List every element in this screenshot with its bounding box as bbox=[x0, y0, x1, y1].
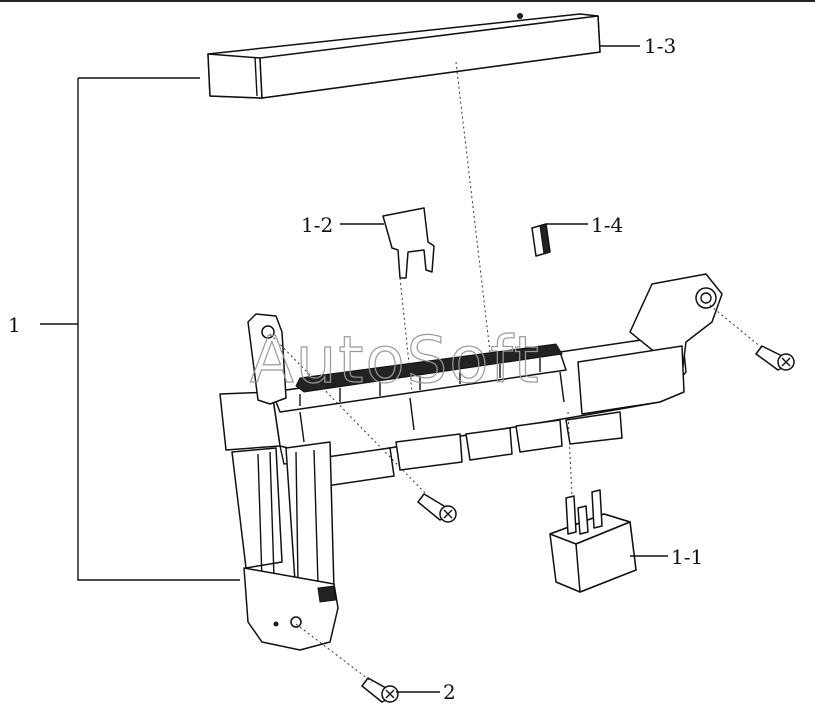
callout-1-2: 1-2 bbox=[301, 213, 333, 237]
callout-1-3: 1-3 bbox=[644, 34, 676, 58]
callout-2: 2 bbox=[443, 680, 456, 704]
mini-fuse bbox=[382, 207, 435, 279]
relay bbox=[549, 489, 637, 593]
assembly-lines bbox=[269, 61, 763, 683]
callout-1-1: 1-1 bbox=[671, 545, 703, 569]
small-fuse bbox=[531, 223, 551, 257]
callout-1: 1 bbox=[8, 313, 21, 337]
fuse-box-cover bbox=[207, 13, 601, 99]
leader-lines bbox=[40, 45, 668, 693]
screw-right bbox=[755, 345, 795, 371]
screw-bottom bbox=[361, 677, 399, 703]
fuse-box-body bbox=[219, 273, 723, 651]
callout-1-4: 1-4 bbox=[591, 213, 623, 237]
watermark-text: AutoSoft bbox=[250, 324, 541, 398]
screw-center bbox=[417, 493, 457, 523]
